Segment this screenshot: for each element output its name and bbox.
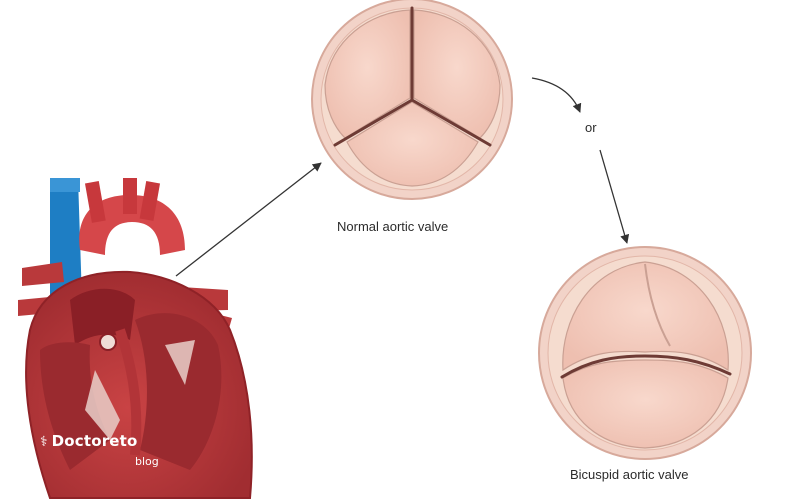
left-ventricle-chamber [135,313,222,470]
or-label: or [585,120,597,135]
vena-cava-top [50,178,80,192]
arrow-or-to-bicuspid [599,149,630,244]
aortic-branch-2 [123,178,137,214]
normal-valve-cusp-bottom [346,101,479,187]
aortic-branch-3 [139,181,161,221]
doctoreto-logo: ⚕Doctoreto blog [40,431,159,468]
bicuspid-valve-cusp-bottom [562,359,729,449]
bicuspid-valve-coaptation [560,354,732,379]
aortic-valve-ring [99,333,117,351]
arrow-normal-to-or [531,77,582,113]
bicuspid-aortic-valve [538,246,752,460]
normal-valve-commissures [333,6,492,147]
logo-name: Doctoreto [51,432,138,450]
normal-valve-label: Normal aortic valve [337,219,449,234]
aortic-arch [79,195,185,255]
bicuspid-valve-label: Bicuspid aortic valve [570,467,689,482]
heart-septum [115,328,142,456]
right-ventricle-chamber [40,342,110,470]
pulmonary-vein-left [22,262,64,286]
arrows [175,77,630,277]
heart-valve-strands-2 [165,340,195,385]
normal-aortic-valve [311,0,513,200]
arrow-heart-to-normal [175,162,322,277]
bicuspid-valve-cusp-top [562,261,729,372]
bicuspid-valve-raphe [644,263,671,347]
aortic-branch-1 [84,181,106,223]
normal-valve-cusp-left [324,9,411,139]
logo-subtitle: blog [135,455,159,468]
logo-mark-icon: ⚕ [40,434,48,450]
heart-illustration [18,178,253,499]
normal-valve-cusp-right [413,9,501,139]
heart-valve-strands-1 [85,370,120,440]
